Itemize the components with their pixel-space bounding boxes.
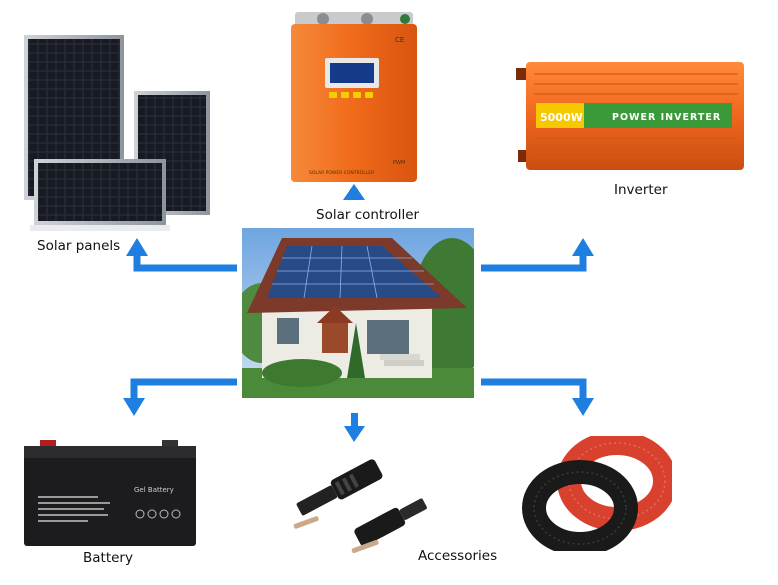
arrow-to-solar-controller [343,184,365,200]
inverter-rating: 5000W [540,111,583,124]
arrow-to-cables [481,378,594,416]
house-with-solar-roof-photo [242,228,474,398]
solar-cables-image [522,436,672,551]
arrow-to-solar-panels [126,238,237,272]
inverter-image: 5000W POWER INVERTER [516,62,744,170]
ce-mark: CE [395,36,404,44]
inverter-label: Inverter [614,182,668,198]
controller-model: PWM [393,160,405,166]
arrow-to-battery [123,378,237,416]
solar-panels-image [24,35,210,231]
inverter-title: POWER INVERTER [612,112,721,123]
solar-controller-image: CE PWM SOLAR POWER CONTROLLER [291,12,417,182]
arrow-to-accessories [344,413,365,442]
solar-panels-label: Solar panels [37,238,121,254]
battery-image: Gel Battery [24,440,196,546]
mc4-connectors-image [293,459,427,554]
solar-controller-label: Solar controller [316,207,420,223]
accessories-label: Accessories [418,548,498,564]
battery-brand: Gel Battery [134,486,174,494]
arrow-to-inverter [481,238,594,272]
controller-caption: SOLAR POWER CONTROLLER [309,170,374,176]
battery-label: Battery [83,550,133,566]
